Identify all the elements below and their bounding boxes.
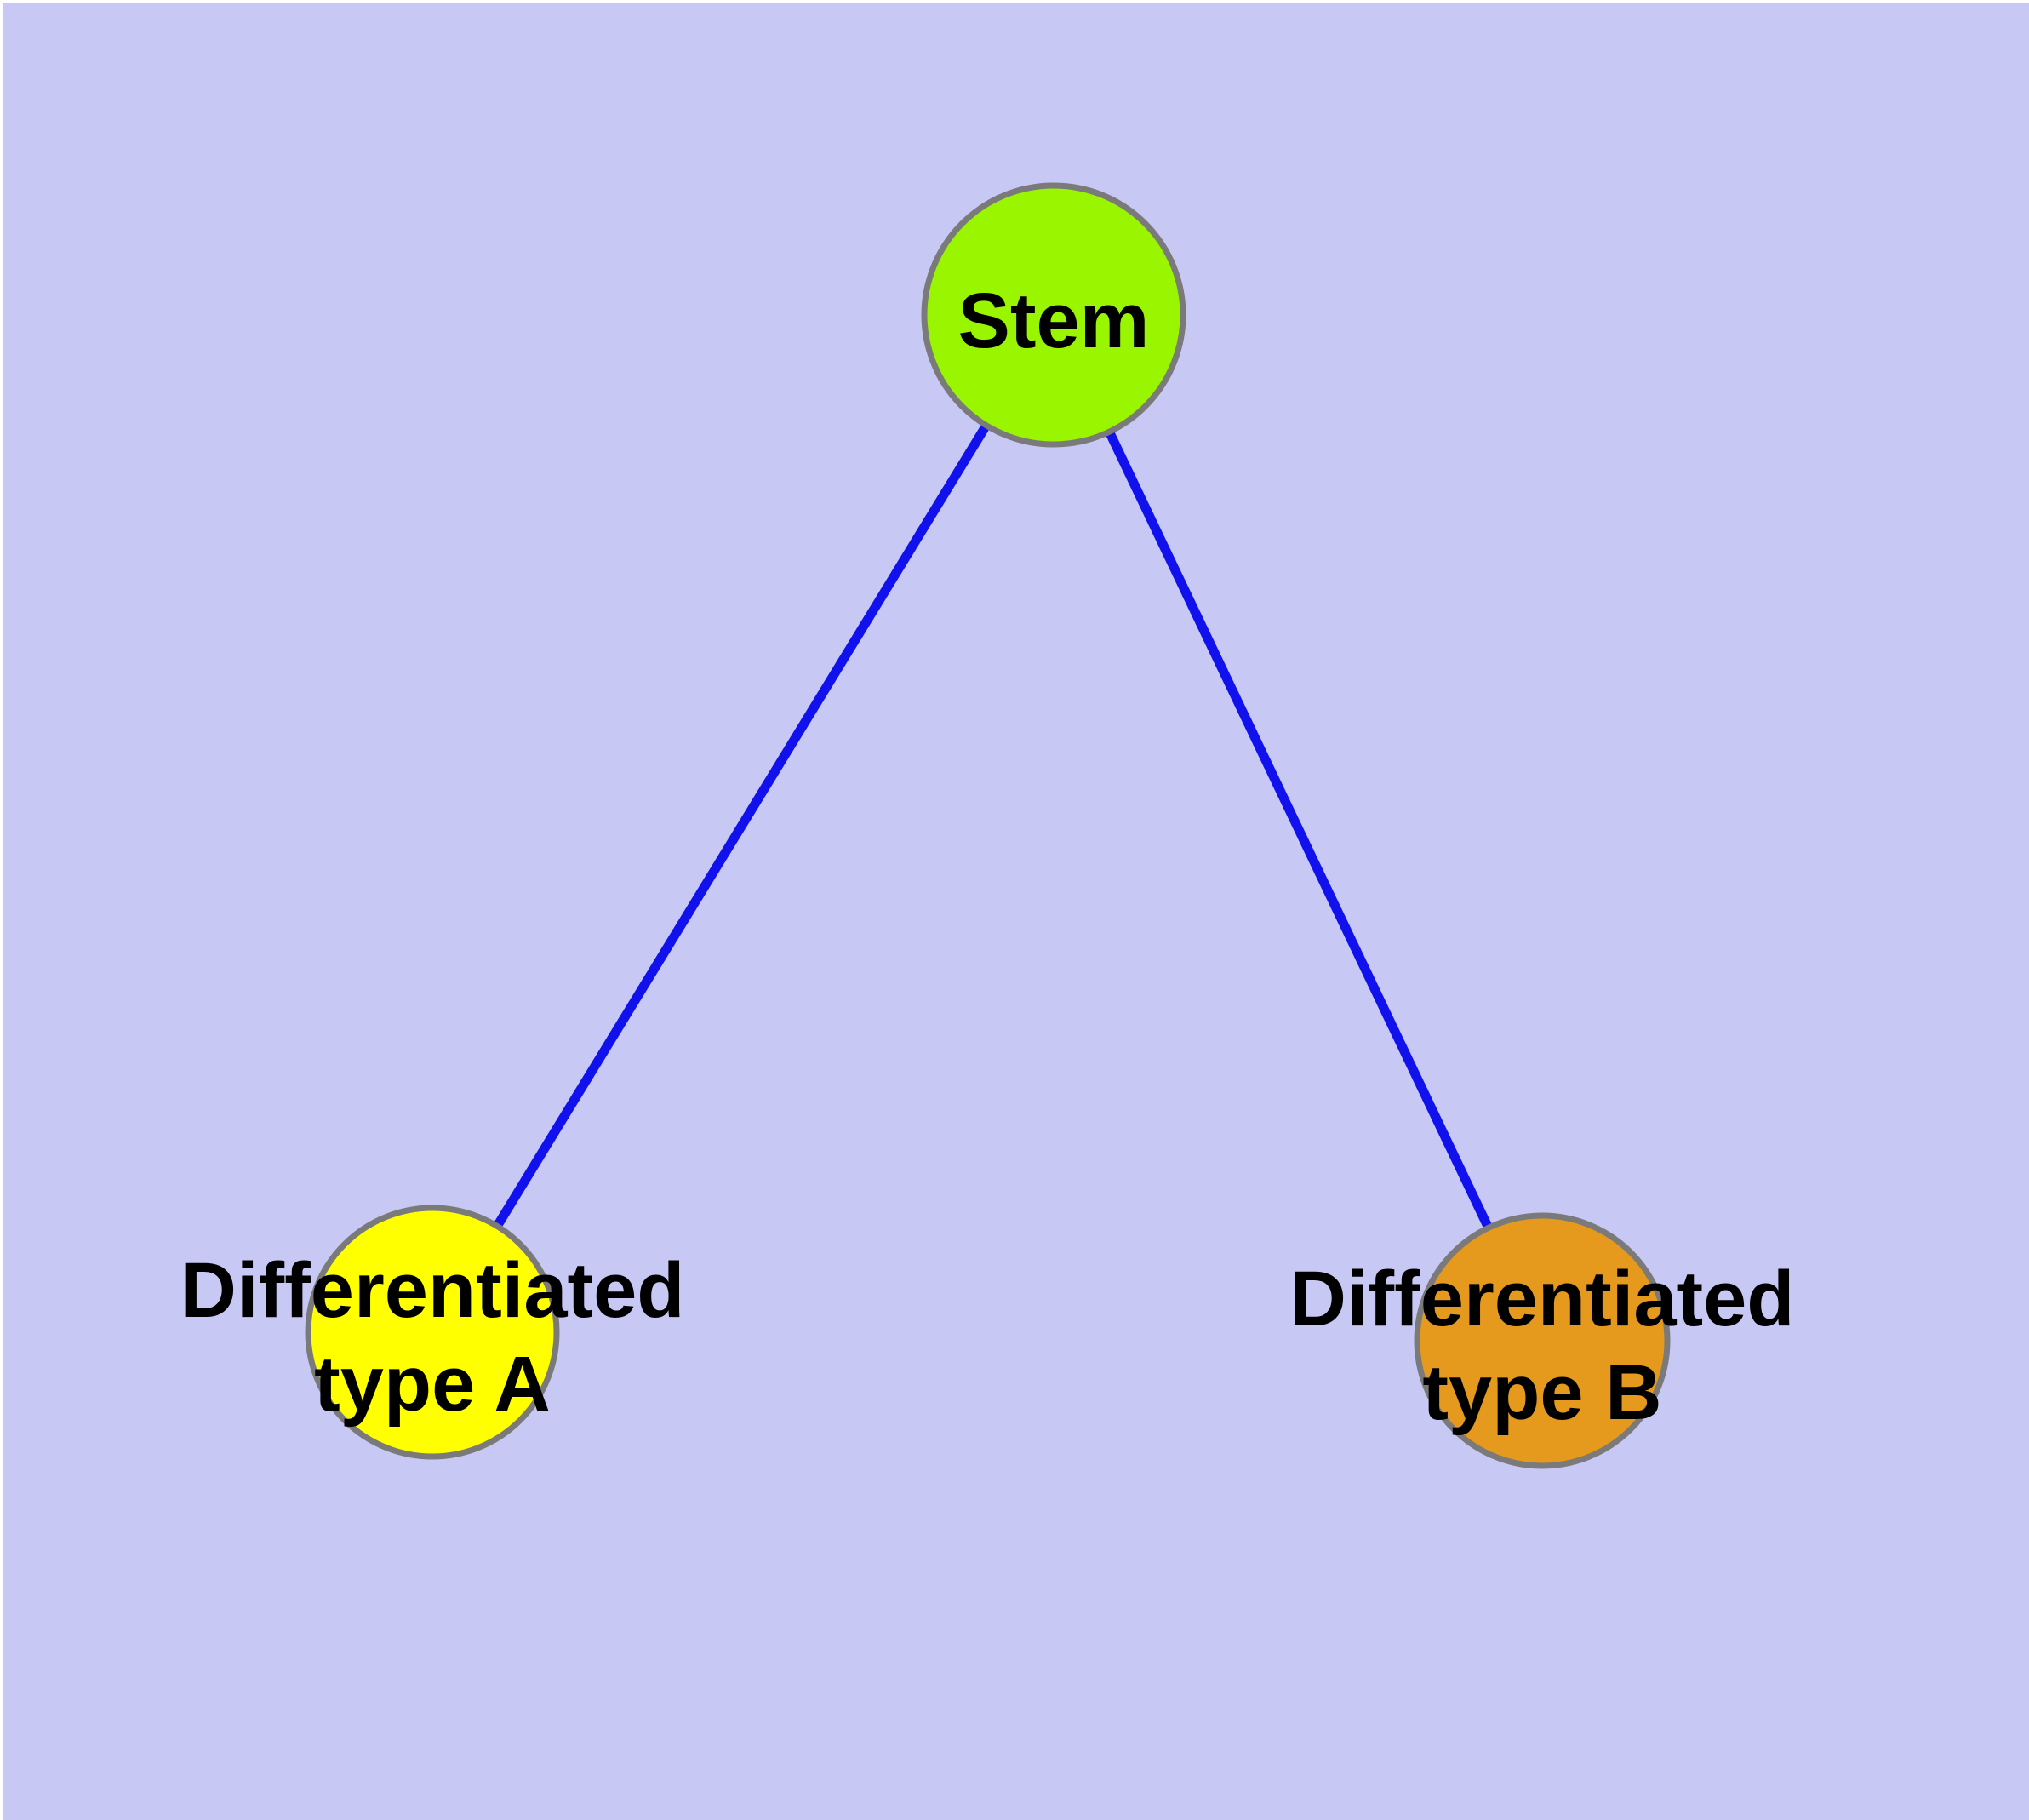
node-type-a-circle bbox=[305, 1205, 560, 1460]
node-type-a-label-line1: Differentiated bbox=[180, 1247, 685, 1334]
node-type-a-label-line2: type A bbox=[314, 1341, 551, 1428]
node-type-b-circle bbox=[1414, 1212, 1671, 1469]
edge-stem-to-type-b bbox=[1049, 312, 1546, 1343]
node-stem-label: Stem bbox=[958, 278, 1150, 364]
edge-stem-to-type-a bbox=[428, 312, 1058, 1335]
node-differentiated-type-b: Differentiated type B bbox=[1290, 1212, 1795, 1469]
node-stem: Stem bbox=[921, 182, 1186, 448]
node-type-b-label-line1: Differentiated bbox=[1290, 1256, 1795, 1342]
edge-group bbox=[428, 312, 1546, 1343]
node-differentiated-type-a: Differentiated type A bbox=[180, 1205, 685, 1460]
node-stem-circle bbox=[921, 182, 1186, 448]
node-type-b-label-line2: type B bbox=[1422, 1349, 1661, 1436]
